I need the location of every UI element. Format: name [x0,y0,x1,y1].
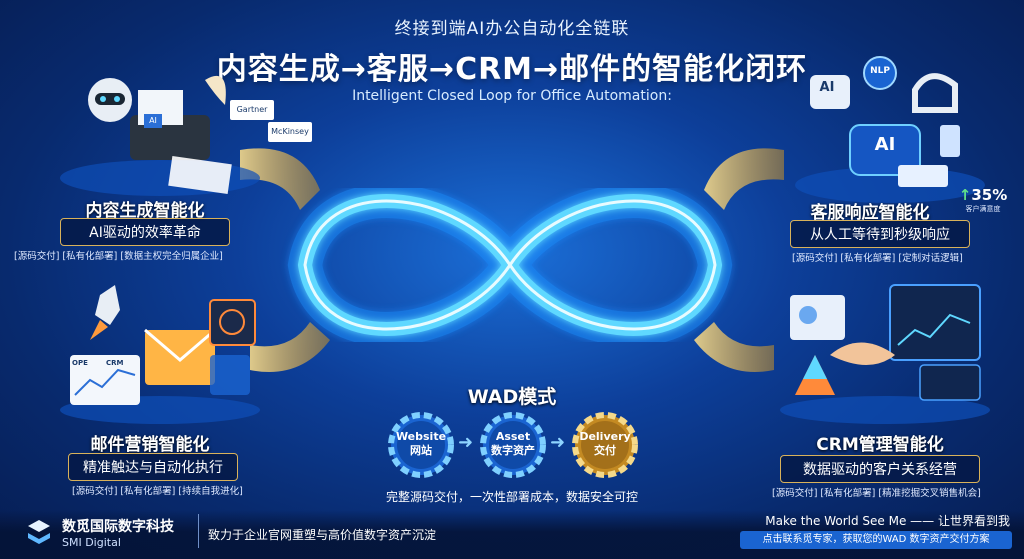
crm-illustration [780,284,990,424]
dashboard-icon [889,284,981,361]
gear-icon [388,412,454,478]
headset-icon [912,73,958,113]
connector-top-right [704,148,784,210]
connector-top-left [240,148,320,210]
brand-name-en: SMI Digital [62,536,121,549]
brand-name-zh: 数觅国际数字科技 [62,519,174,535]
smi-logo-icon [28,520,50,544]
ai-core-label: AI [874,134,896,155]
rocket-icon [95,285,120,325]
service-title: 客服响应智能化 [810,203,930,223]
email-pill: 精准触达与自动化执行 [68,453,238,481]
chart-label-ope: OPE [72,359,88,367]
ai-doc-label: AI [144,114,162,128]
tablet-icon [898,165,948,187]
email-illustration [60,285,260,424]
handshake-icon [830,342,895,365]
crm-tags: [源码交付] [私有化部署] [精准挖掘交叉销售机会] [772,488,981,499]
cta-button[interactable]: 点击联系觅专家，获取您的WAD 数字资产交付方案 [740,531,1012,549]
email-tags: [源码交付] [私有化部署] [持续自我进化] [72,486,243,497]
quill-icon [205,75,226,105]
page-subtitle: Intelligent Closed Loop for Office Autom… [352,88,672,104]
chart-card-icon [70,355,140,405]
service-tags: [源码交付] [私有化部署] [定制对话逻辑] [792,253,963,264]
footer-slogan: 致力于企业官网重塑与高价值数字资产沉淀 [208,528,437,542]
wad-title: WAD模式 [467,386,557,408]
footer-tagline-en: Make the World See Me —— 让世界看到我 [765,514,1010,528]
ai-bubble-label: AI [819,80,835,95]
content-tags: [源码交付] [私有化部署] [数据主权完全归属企业] [14,251,223,262]
gartner-logo: Gartner [230,100,274,120]
target-icon [209,299,256,346]
service-illustration [795,56,985,203]
content-pill: AI驱动的效率革命 [60,218,230,246]
chat-bubble-icon [810,75,850,109]
crm-title: CRM管理智能化 [816,435,944,455]
wad-caption: 完整源码交付，一次性部署成本，数据安全可控 [385,490,638,504]
footer-divider [198,514,199,548]
satisfaction-stat: ↑35% 客户满意度 [948,186,1018,214]
gear-icon [480,412,546,478]
header-tagline: 终接到端AI办公自动化全链联 [394,19,630,39]
bar-panel-icon [919,364,981,401]
connector-bottom-left [250,322,330,372]
gear-icon [572,412,638,478]
bar-chart-icon [210,355,250,395]
content-title: 内容生成智能化 [85,201,205,221]
satisfaction-label: 客户满意度 [965,205,1001,213]
email-title: 邮件营销智能化 [90,435,210,455]
arrow-icon: ➜ [458,432,474,453]
connector-bottom-right [694,322,774,372]
ai-core-icon [849,124,921,176]
phone-icon [940,125,960,157]
content-illustration [60,75,260,196]
profile-card-icon [790,295,845,340]
mckinsey-logo: McKinsey [268,122,312,142]
chart-label-crm: CRM [106,359,124,367]
nlp-label: NLP [870,66,890,76]
service-pill: 从人工等待到秒级响应 [790,220,970,248]
satisfaction-value: ↑35% [958,186,1008,204]
page-title: 内容生成→客服→CRM→邮件的智能化闭环 [216,52,808,87]
infinity-loop [287,184,733,346]
arrow-icon: ➜ [550,432,566,453]
nlp-badge-icon [863,56,897,90]
crm-pill: 数据驱动的客户关系经营 [780,455,980,483]
up-arrow-icon: ↑ [958,186,972,204]
